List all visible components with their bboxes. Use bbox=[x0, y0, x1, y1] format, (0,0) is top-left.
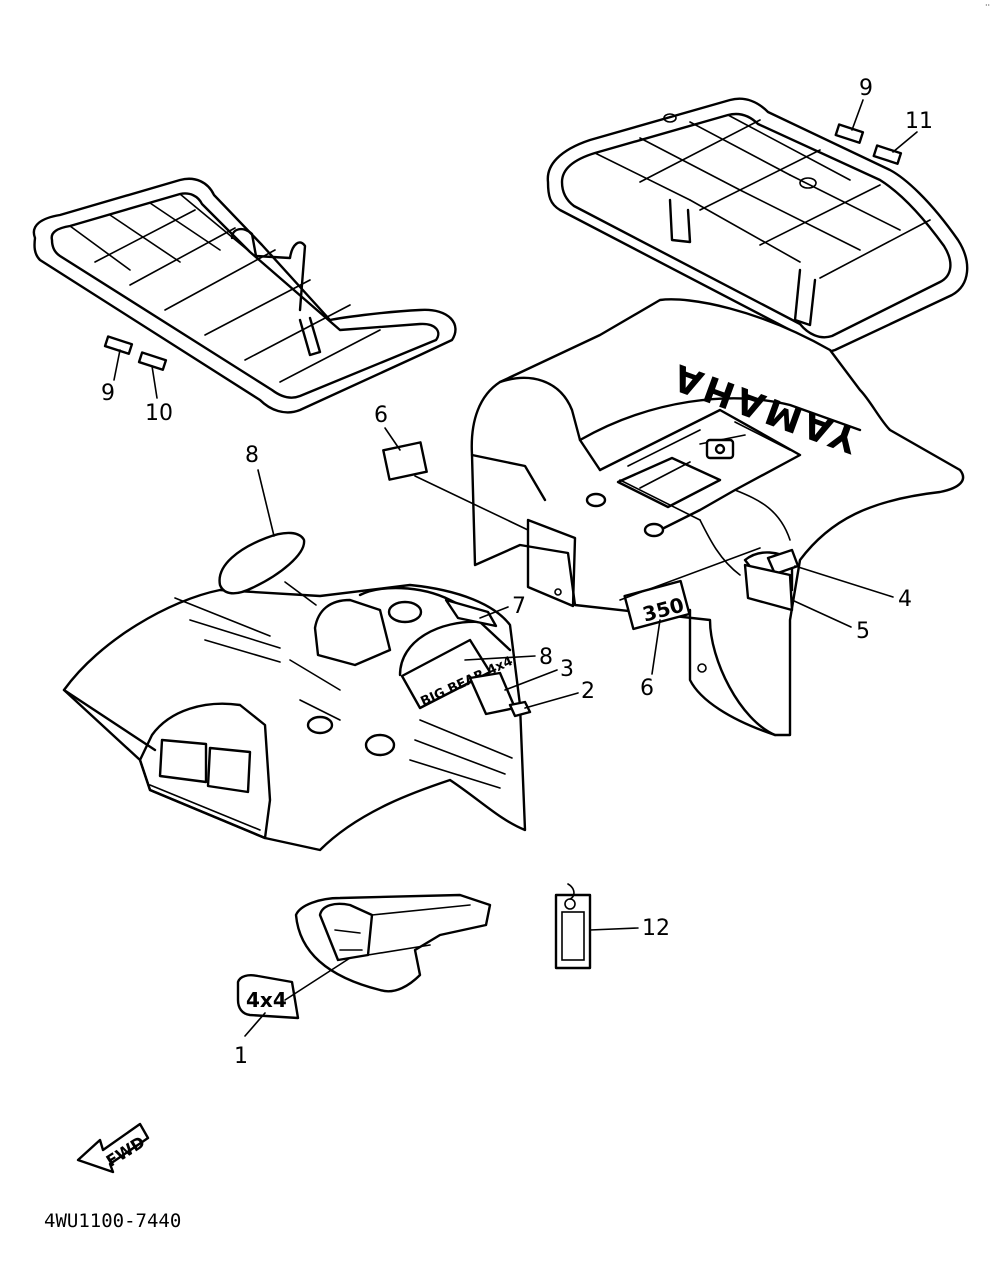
callout-3: 3 bbox=[560, 657, 574, 682]
callout-7: 7 bbox=[512, 594, 526, 619]
leader-lines bbox=[113, 99, 918, 1037]
callout-6-lower: 6 bbox=[640, 676, 654, 701]
callout-12: 12 bbox=[642, 916, 670, 941]
callout-4: 4 bbox=[898, 587, 912, 612]
corner-mark: ·· bbox=[985, 1, 990, 10]
decal-6 bbox=[382, 441, 428, 481]
drive-emblem-text: 4x4 bbox=[246, 988, 287, 1012]
front-fender: BIG BEAR 4x4 bbox=[62, 583, 527, 852]
callout-5: 5 bbox=[856, 619, 870, 644]
rear-carrier bbox=[546, 97, 969, 353]
front-carrier bbox=[32, 177, 457, 414]
callout-2: 2 bbox=[581, 679, 595, 704]
callout-11: 11 bbox=[905, 109, 933, 134]
callouts: 9 11 9 10 6 8 7 8 3 2 4 5 6 12 1 bbox=[101, 76, 933, 1069]
part-code: 4WU1100-7440 bbox=[44, 1210, 181, 1232]
callout-10: 10 bbox=[145, 401, 173, 426]
fwd-arrow: FWD bbox=[76, 1122, 150, 1174]
callout-8-lower: 8 bbox=[539, 645, 553, 670]
callout-9-front: 9 bbox=[101, 381, 115, 406]
tag-label bbox=[554, 883, 592, 970]
callout-8-upper: 8 bbox=[245, 443, 259, 468]
rear-fender: YAMAHA 350 bbox=[470, 298, 965, 737]
callout-1: 1 bbox=[234, 1044, 248, 1069]
callout-6-upper: 6 bbox=[374, 403, 388, 428]
drive-emblem: 4x4 bbox=[236, 974, 300, 1020]
decal-2 bbox=[508, 700, 532, 718]
callout-9-rear: 9 bbox=[859, 76, 873, 101]
seat-pad-decal bbox=[218, 531, 306, 595]
headlight-cover bbox=[294, 893, 492, 993]
